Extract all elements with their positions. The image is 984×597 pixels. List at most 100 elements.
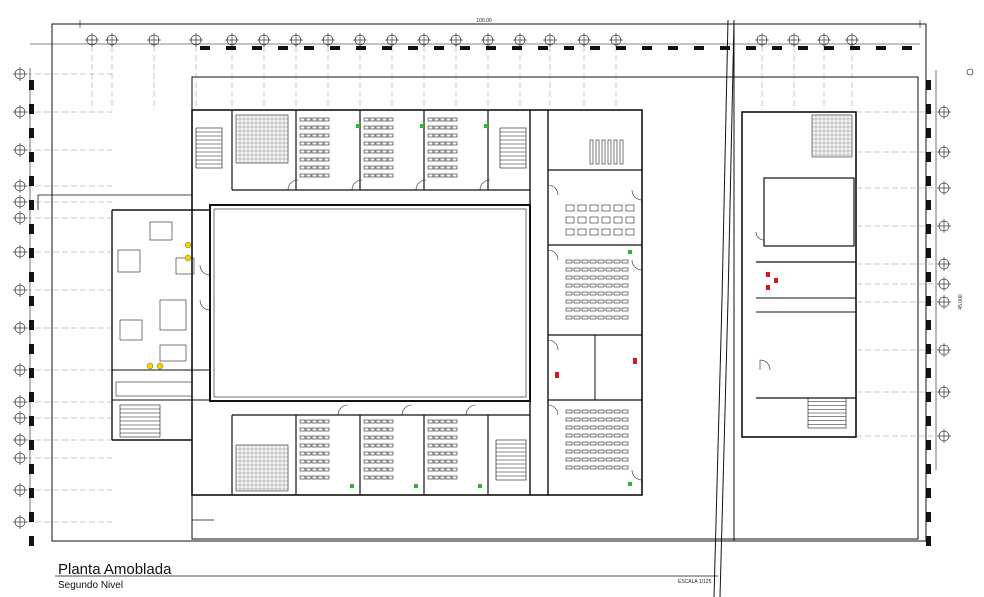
desk — [299, 149, 306, 154]
column — [926, 128, 931, 138]
desk — [597, 433, 605, 438]
desk — [613, 299, 621, 304]
desk — [573, 425, 581, 430]
desk — [427, 419, 434, 424]
desk — [439, 427, 446, 432]
column — [876, 46, 886, 50]
desk — [299, 165, 306, 170]
desk — [369, 451, 376, 456]
desk — [607, 139, 612, 165]
desk — [581, 259, 589, 264]
main-building — [37, 109, 643, 521]
desk — [565, 433, 573, 438]
column — [824, 46, 834, 50]
desk — [363, 149, 370, 154]
desk — [581, 315, 589, 320]
desk — [375, 475, 382, 480]
desk — [565, 457, 573, 462]
desk — [601, 216, 611, 224]
desk — [323, 435, 330, 440]
desk — [369, 117, 376, 122]
column — [746, 46, 756, 50]
desk — [445, 133, 452, 138]
desk — [613, 409, 621, 414]
desk — [387, 117, 394, 122]
desk — [299, 141, 306, 146]
tile-grid — [235, 114, 853, 491]
desk — [613, 457, 621, 462]
desk — [311, 125, 318, 130]
desk — [565, 228, 575, 236]
column — [29, 272, 34, 282]
desk — [317, 467, 324, 472]
column — [330, 46, 340, 50]
desk — [317, 173, 324, 178]
desk — [323, 443, 330, 448]
desk — [375, 419, 382, 424]
desk — [613, 275, 621, 280]
column — [29, 320, 34, 330]
desk — [387, 435, 394, 440]
desk — [581, 449, 589, 454]
desk — [597, 315, 605, 320]
desk — [369, 475, 376, 480]
column — [668, 46, 678, 50]
door-arc — [759, 359, 771, 371]
desk — [299, 117, 306, 122]
desk — [581, 433, 589, 438]
desk — [439, 157, 446, 162]
desk — [451, 141, 458, 146]
desk — [625, 228, 635, 236]
desk — [323, 427, 330, 432]
door-arc — [351, 179, 363, 191]
desk — [605, 267, 613, 272]
desk — [433, 117, 440, 122]
desk — [613, 417, 621, 422]
desk — [305, 117, 312, 122]
desk — [565, 267, 573, 272]
desk — [445, 165, 452, 170]
desk — [589, 465, 597, 470]
column — [926, 344, 931, 354]
classroom-desks — [299, 117, 635, 480]
desk — [597, 417, 605, 422]
column — [29, 224, 34, 234]
desk — [311, 149, 318, 154]
desk — [317, 451, 324, 456]
desk — [305, 141, 312, 146]
column — [29, 440, 34, 450]
desk — [311, 173, 318, 178]
desk — [601, 228, 611, 236]
desk — [317, 141, 324, 146]
desk — [433, 165, 440, 170]
desk — [439, 149, 446, 154]
drawing-title: Planta Amoblada — [58, 561, 172, 578]
desk — [387, 157, 394, 162]
desk — [299, 435, 306, 440]
door-arc — [547, 249, 559, 261]
desk — [439, 117, 446, 122]
desk — [305, 427, 312, 432]
desk — [439, 173, 446, 178]
desk — [369, 165, 376, 170]
column — [926, 464, 931, 474]
desk — [621, 441, 629, 446]
desk — [299, 419, 306, 424]
desk — [581, 441, 589, 446]
desk — [605, 465, 613, 470]
desk — [381, 133, 388, 138]
desk — [439, 451, 446, 456]
desk — [311, 459, 318, 464]
desk — [433, 133, 440, 138]
desk — [581, 283, 589, 288]
column — [616, 46, 626, 50]
desk — [363, 419, 370, 424]
desk — [451, 443, 458, 448]
desk — [451, 459, 458, 464]
desk — [311, 427, 318, 432]
desk — [605, 425, 613, 430]
axis-bubble — [966, 68, 974, 76]
desk — [589, 441, 597, 446]
desk — [363, 451, 370, 456]
desk — [605, 441, 613, 446]
